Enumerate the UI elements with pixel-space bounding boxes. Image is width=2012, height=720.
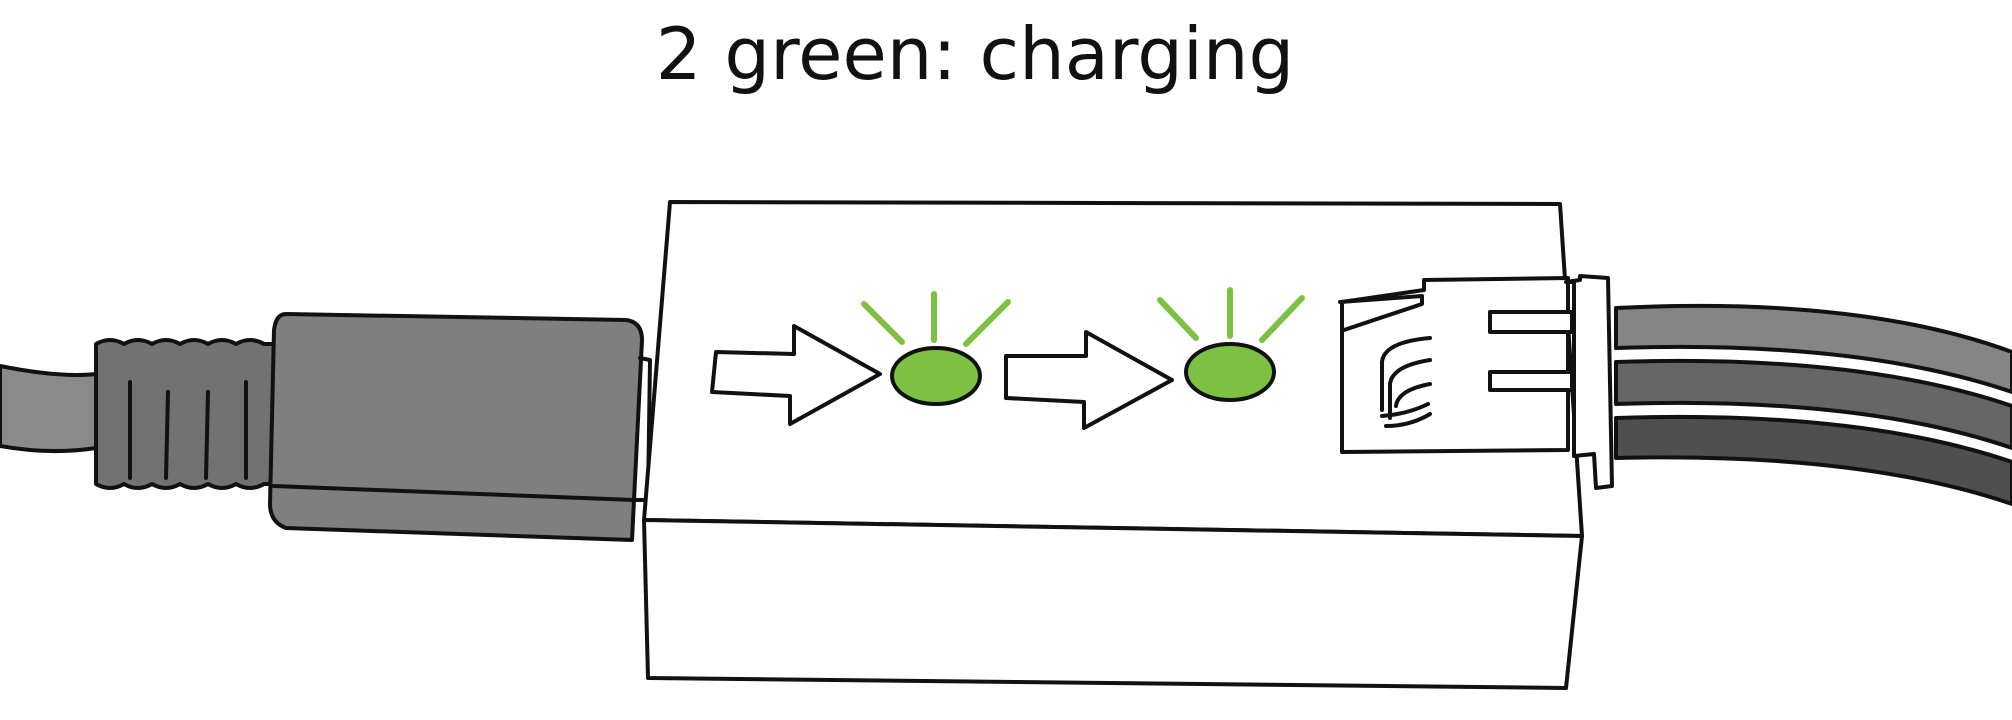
power-cable [0,364,98,454]
plug-tip [632,356,652,502]
power-plug [268,312,644,542]
output-cable-1 [1614,303,2012,394]
connector-clip [1338,294,1424,332]
output-cable-3 [1614,414,2012,506]
right-arrow-icon [710,324,882,426]
right-arrow-icon [1004,330,1174,430]
connector-collar [1564,274,1614,490]
plug-seam [272,484,636,502]
strain-relief-ribs [128,380,248,480]
led-2 [1184,342,1276,402]
glowing-led-icon [861,291,1011,406]
cable-strain-relief [94,338,286,490]
glowing-led-icon [1157,287,1305,402]
output-cable-2 [1614,358,2012,450]
led-1 [890,346,982,406]
output-connector [1340,276,1570,454]
connector-contacts [1380,336,1432,428]
charger-front-face [642,518,1584,690]
status-caption: 2 green: charging [655,12,1295,96]
